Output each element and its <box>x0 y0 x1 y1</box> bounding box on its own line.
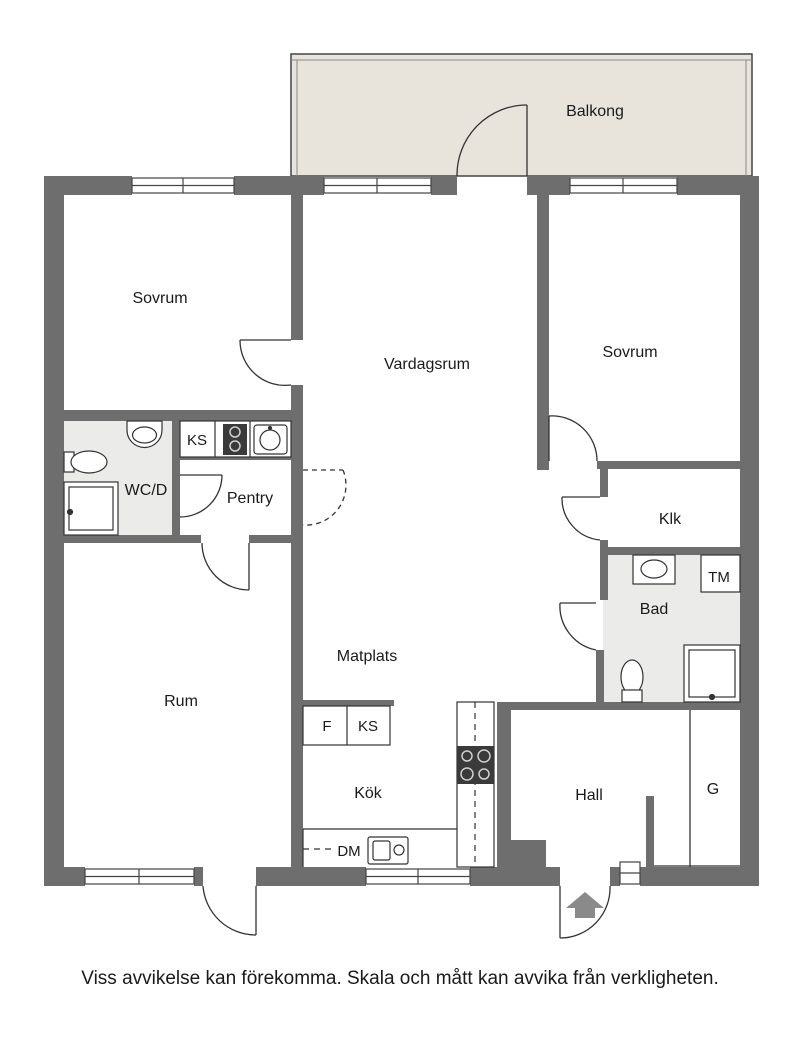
wall-top-right <box>677 176 759 195</box>
door-balkong <box>456 104 528 177</box>
floor-plan: Balkong Sovrum Vardagsrum Sovrum WC/D Pe… <box>44 53 759 939</box>
door-pentry-folding <box>302 469 347 526</box>
wall-kok-counter-top <box>303 700 394 706</box>
wall-top-mid-c <box>527 176 570 195</box>
wall-klk-left-b <box>600 540 608 600</box>
wall-hall-g <box>646 796 654 867</box>
balcony <box>290 53 753 177</box>
fixture-label-dm: DM <box>337 843 360 860</box>
fixture-label-f: F <box>322 718 331 735</box>
wall-klk-top <box>597 461 740 469</box>
window-vardagsrum <box>323 177 432 194</box>
walls <box>44 176 759 886</box>
wc-toilet-icon <box>63 450 108 474</box>
wall-bad-left <box>596 650 604 710</box>
sink-kok-icon <box>367 836 409 865</box>
balcony-floor <box>290 53 753 177</box>
fixture-label-ks-pentry: KS <box>187 432 207 449</box>
wall-sovrum-vardagsrum-b <box>291 385 303 535</box>
bad-washing-machine <box>700 554 741 593</box>
bad-toilet-icon <box>620 659 644 703</box>
wc-washbasin-icon <box>126 420 163 449</box>
wall-wc-pentry <box>172 421 180 535</box>
wall-top-left <box>44 176 132 195</box>
entrance-arrow-icon <box>566 892 604 918</box>
wall-rum-kok <box>291 543 303 867</box>
wall-bottom-c <box>256 867 366 886</box>
door-rum <box>202 885 257 936</box>
bad-fixtures <box>620 554 741 703</box>
wall-klk-left-a <box>600 469 608 497</box>
room-label-sovrum-left: Sovrum <box>132 290 187 307</box>
wall-bad-bottom <box>594 702 740 710</box>
window-kok <box>365 868 471 885</box>
wall-top-mid-b <box>431 176 457 195</box>
wall-bottom-b <box>194 867 203 886</box>
pentry-counter <box>179 420 292 458</box>
wardrobe-g-doors <box>654 710 740 867</box>
room-label-hall: Hall <box>575 787 603 804</box>
wall-top-mid-a <box>234 176 324 195</box>
room-label-sovrum-right: Sovrum <box>602 344 657 361</box>
windows <box>84 177 678 885</box>
fixture-label-tm: TM <box>708 569 730 586</box>
window-sovrum-right <box>569 177 678 194</box>
wall-right <box>740 176 759 886</box>
wall-hall-top <box>497 702 594 710</box>
wall-bottom-e <box>610 867 620 886</box>
wall-wc-rum-a <box>64 535 201 543</box>
door-pentry <box>201 542 250 591</box>
stove-kok-icon <box>457 746 494 784</box>
sink-pentry-icon <box>253 424 288 455</box>
wall-sovrum-vardagsrum-a <box>291 195 303 340</box>
wc-fixtures <box>63 420 163 536</box>
wall-bottom-a <box>44 867 85 886</box>
room-label-pentry: Pentry <box>227 490 273 507</box>
wall-hall-niche <box>511 840 546 867</box>
disclaimer-text: Viss avvikelse kan förekomma. Skala och … <box>81 968 719 989</box>
stove-pentry-icon <box>223 424 247 455</box>
wall-vardagsrum-sovrum-right <box>537 195 549 470</box>
wall-klk-bad <box>600 547 740 555</box>
room-label-matplats: Matplats <box>337 648 397 665</box>
door-klk <box>561 496 601 541</box>
door-bad <box>559 602 597 651</box>
door-wc <box>179 474 223 518</box>
room-label-g: G <box>707 781 719 798</box>
wall-bottom-f <box>640 867 759 886</box>
bad-shower-icon <box>683 644 741 703</box>
room-label-kok: Kök <box>354 785 383 802</box>
kitchen-fixtures <box>179 420 495 868</box>
wall-hall-left <box>497 710 511 867</box>
wall-bottom-d <box>470 867 560 886</box>
door-sovrum-left <box>239 339 292 387</box>
room-label-klk: Klk <box>659 511 682 528</box>
doors <box>179 104 740 939</box>
wall-sovrum-wc <box>64 410 303 421</box>
door-sovrum-right <box>548 415 598 462</box>
window-rum <box>84 868 195 885</box>
room-label-wc: WC/D <box>125 482 168 499</box>
window-hall <box>619 861 641 885</box>
fixture-label-ks-kok: KS <box>358 718 378 735</box>
wc-shower-icon <box>63 481 119 536</box>
wall-left <box>44 176 64 886</box>
room-label-rum: Rum <box>164 693 198 710</box>
bad-washbasin-icon <box>632 554 676 585</box>
door-entrance <box>559 885 611 939</box>
window-sovrum-left <box>131 177 235 194</box>
room-label-balkong: Balkong <box>566 103 624 120</box>
room-label-vardagsrum: Vardagsrum <box>384 356 470 373</box>
wall-pentry-fixture-line <box>180 457 291 460</box>
room-label-bad: Bad <box>640 601 668 618</box>
wall-wc-rum-b <box>249 535 303 543</box>
